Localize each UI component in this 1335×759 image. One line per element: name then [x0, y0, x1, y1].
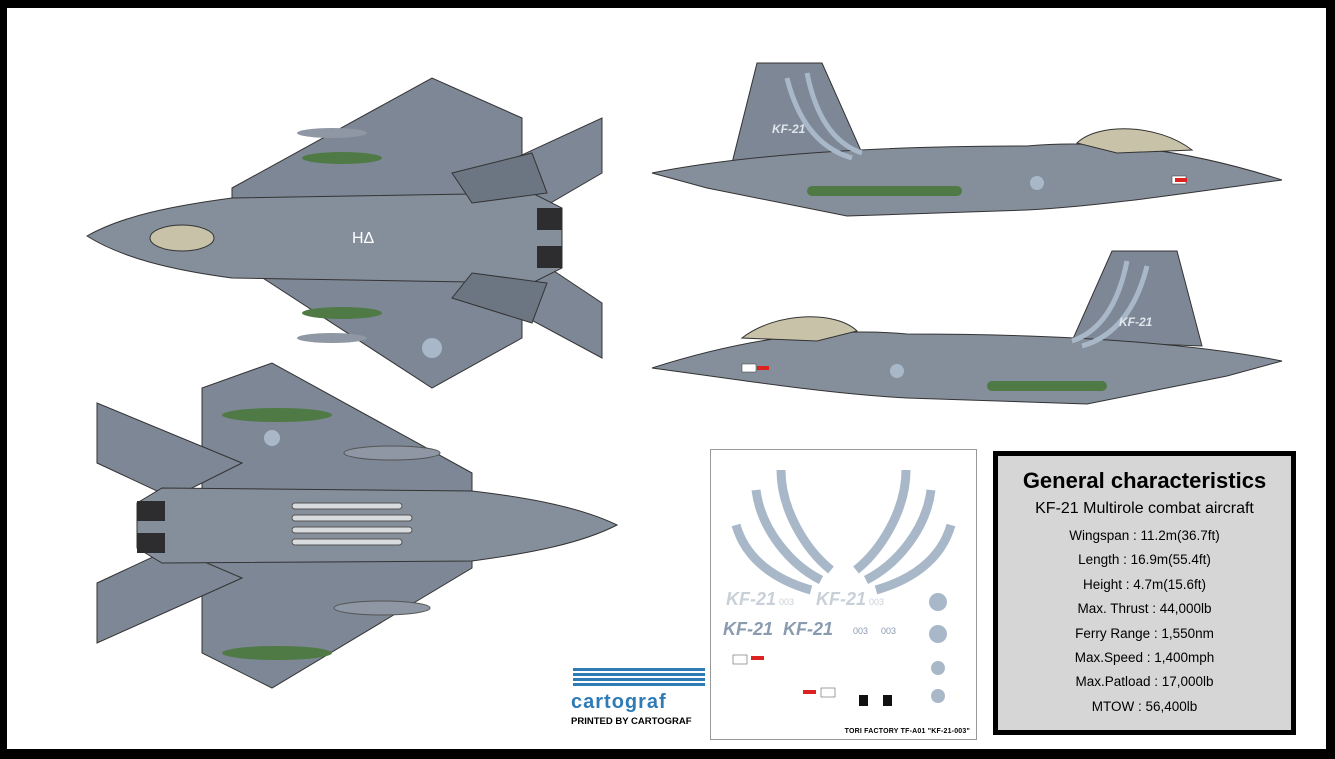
spec-ferry-range: Ferry Range : 1,550nm — [1075, 625, 1214, 641]
top-view-drawing: ΗΔ — [86, 77, 603, 389]
general-characteristics-panel: General characteristics KF-21 Multirole … — [993, 451, 1296, 735]
spec-wingspan: Wingspan : 11.2m(36.7ft) — [1069, 528, 1220, 543]
decal-artwork: KF-21 003 KF-21 003 KF-21 KF-21 003 003 — [723, 469, 956, 706]
spec-max-payload: Max.Patload : 17,000lb — [1075, 674, 1214, 690]
spec-max-speed: Max.Speed : 1,400mph — [1074, 650, 1215, 666]
specs-title: General characteristics — [1022, 468, 1267, 493]
cartograf-logo: cartograf PRINTED BY CARTOGRAF — [571, 668, 705, 730]
side-view-right-drawing: KF-21 — [651, 62, 1283, 217]
spec-height: Height : 4.7m(15.6ft) — [1082, 576, 1207, 592]
decal-serial-2: 003 — [869, 597, 884, 607]
decal-serial-3: 003 — [853, 626, 868, 636]
bottom-view-drawing — [96, 362, 619, 689]
decal-sheet-footer: TORI FACTORY TF-A01 "KF-21-003" — [844, 728, 970, 735]
spec-max-thrust: Max. Thrust : 44,000lb — [1077, 601, 1212, 617]
profile-sheet: ΗΔ — [7, 8, 1326, 749]
fin-logo-left: KF-21 — [1119, 315, 1153, 329]
decal-sheet: KF-21 003 KF-21 003 KF-21 KF-21 003 003 … — [710, 449, 977, 740]
decal-logo-1: KF-21 — [726, 589, 776, 609]
decal-serial-4: 003 — [881, 626, 896, 636]
fin-logo-right: KF-21 — [772, 122, 806, 136]
decal-logo-4: KF-21 — [783, 619, 833, 639]
decal-logo-2: KF-21 — [816, 589, 866, 609]
specs-subtitle: KF-21 Multirole combat aircraft — [1035, 500, 1254, 517]
side-view-left-drawing: KF-21 — [651, 250, 1283, 405]
cartograf-name: cartograf — [571, 691, 667, 713]
decal-serial-1: 003 — [779, 597, 794, 607]
printed-by: PRINTED BY CARTOGRAF — [571, 716, 692, 727]
decal-logo-3: KF-21 — [723, 619, 773, 639]
spec-length: Length : 16.9m(55.4ft) — [1078, 552, 1211, 568]
svg-text:ΗΔ: ΗΔ — [352, 230, 375, 247]
spec-mtow: MTOW : 56,400lb — [1091, 698, 1198, 714]
